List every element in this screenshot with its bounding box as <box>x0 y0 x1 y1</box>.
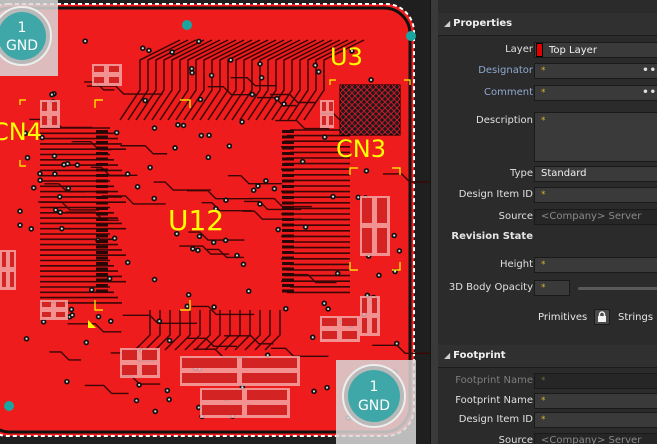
fiducial <box>182 20 192 30</box>
silk-label-u12: U12 <box>168 204 224 237</box>
height-field[interactable]: * <box>534 257 657 273</box>
mount-hole-top-net: GND <box>6 38 38 54</box>
footprint-source-row: Source <Company> Server <box>438 432 657 444</box>
footprint-name-field[interactable]: * <box>534 393 657 409</box>
comment-field[interactable]: *•• <box>534 85 657 101</box>
footprint-design-item-id-field[interactable]: * <box>534 412 657 428</box>
description-row: Description <box>476 115 533 126</box>
layer-dropdown[interactable]: Top Layer <box>534 42 657 58</box>
more-options-icon[interactable]: •• <box>642 87 657 98</box>
properties-section-header[interactable]: ◢Properties <box>438 13 657 36</box>
footprint-name-dim-row: Footprint Name * <box>438 372 657 390</box>
board-keepout <box>0 6 412 434</box>
designator-row: Designator *•• <box>438 62 657 80</box>
footprint-design-item-id-row: Design Item ID * <box>438 411 657 429</box>
design-item-id-row: Design Item ID * <box>438 186 657 204</box>
mount-hole-top-number: 1 <box>18 20 27 36</box>
collapse-triangle-icon[interactable]: ◢ <box>444 351 451 360</box>
pin1-marker <box>88 320 96 328</box>
properties-panel: ◢Properties Layer Top Layer Designator *… <box>438 0 657 444</box>
description-textarea[interactable]: * <box>534 112 657 162</box>
mount-hole-top-left[interactable]: 1 GND <box>0 0 58 76</box>
mount-hole-bottom-right[interactable]: 1 GND <box>336 360 416 444</box>
pad-layer <box>0 64 390 418</box>
body-opacity-row: 3D Body Opacity * <box>438 279 657 297</box>
board-outline <box>0 3 415 437</box>
mount-hole-bottom-net: GND <box>358 398 390 414</box>
footprint-section-header[interactable]: ◢Footprint <box>438 345 657 368</box>
u3-component[interactable] <box>290 84 430 136</box>
comment-row: Comment *•• <box>438 84 657 102</box>
design-item-id-field[interactable]: * <box>534 187 657 203</box>
footprint-name-dim-field[interactable]: * <box>534 373 657 389</box>
lock-icon[interactable] <box>594 309 610 325</box>
silk-label-u3: U3 <box>330 43 363 71</box>
fiducial <box>4 401 14 411</box>
primitives-row: Primitives Strings <box>438 305 657 331</box>
fiducial <box>406 31 416 41</box>
footprint-source-field[interactable]: <Company> Server <box>534 433 657 444</box>
mount-hole-bottom-number: 1 <box>370 379 379 395</box>
type-dropdown[interactable]: Standard <box>534 166 657 182</box>
layer-color-swatch <box>536 43 543 57</box>
pcb-canvas[interactable]: U3 CN4 CN3 U12 1 GND 1 GND <box>0 0 430 444</box>
silk-label-cn4: CN4 <box>0 118 42 146</box>
source-row: Source <Company> Server <box>438 208 657 226</box>
panel-splitter[interactable] <box>430 0 439 444</box>
pcb-board-view[interactable]: U3 CN4 CN3 U12 1 GND 1 GND <box>0 0 430 444</box>
revision-state-row: Revision State <box>451 231 533 242</box>
layer-row: Layer Top Layer <box>438 41 657 59</box>
body-opacity-slider[interactable] <box>578 287 657 290</box>
silk-label-cn3: CN3 <box>336 135 386 163</box>
footprint-name-row: Footprint Name * <box>438 392 657 410</box>
more-options-icon[interactable]: •• <box>642 65 657 76</box>
collapse-triangle-icon[interactable]: ◢ <box>444 19 451 28</box>
body-opacity-value[interactable]: * <box>534 280 570 296</box>
type-row: Type Standard <box>438 165 657 183</box>
height-row: Height * <box>438 256 657 274</box>
silkscreen-outlines <box>19 79 411 311</box>
designator-field[interactable]: *•• <box>534 63 657 79</box>
source-field[interactable]: <Company> Server <box>534 209 657 225</box>
